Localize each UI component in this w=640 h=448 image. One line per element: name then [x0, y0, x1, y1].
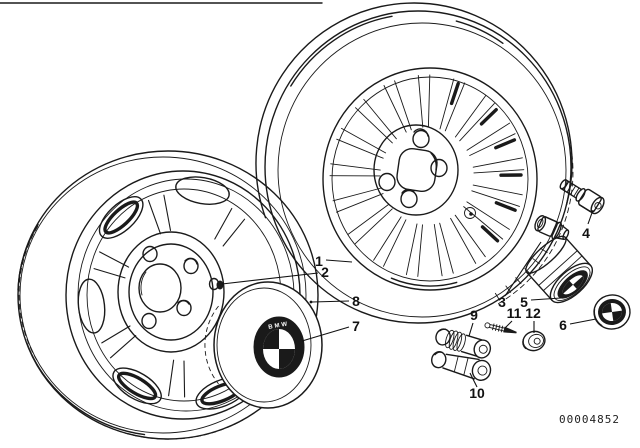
alloy-rim-hatching: [494, 247, 548, 301]
leader-line-8: [311, 300, 350, 303]
callout-12: 12: [525, 305, 541, 321]
callout-11: 11: [507, 305, 522, 321]
callout-9: 9: [470, 307, 478, 323]
steel-wheel-hub: [117, 231, 225, 353]
doc-number: 00004852: [559, 413, 620, 426]
callout-5: 5: [520, 294, 528, 310]
bmw-emblem-6: [593, 294, 631, 330]
leader-lines: [221, 209, 597, 388]
hub-cap: BMW: [204, 281, 323, 409]
leader-line-11: [504, 320, 513, 329]
leader-line-5: [530, 297, 562, 301]
callout-numbers: 1 2 3 4 5 6 7 8 9 10 11 12: [315, 225, 590, 401]
callout-7: 7: [352, 318, 360, 334]
leader-line-7: [301, 326, 350, 342]
leader-line-4: [587, 209, 594, 225]
leader-line-2: [221, 272, 319, 285]
leader-line-3: [504, 241, 542, 297]
callout-4: 4: [582, 225, 590, 241]
valve-core-11: [484, 322, 517, 334]
bmw-lettering: BMW: [268, 321, 290, 331]
alloy-valve-hole: [464, 207, 476, 219]
alloy-wheel-spokes: [329, 74, 525, 277]
leader-line-6: [569, 318, 597, 325]
center-cap-5: [525, 235, 593, 304]
valve-cap-12: [522, 330, 546, 352]
callout-2: 2: [321, 264, 329, 280]
valve-10: [431, 351, 492, 381]
alloy-wheel: [255, 2, 574, 324]
leader-line-10: [469, 372, 478, 388]
bmw-roundel-hubcap: BMW: [253, 316, 305, 378]
callout-3: 3: [498, 294, 506, 310]
leader-line-9: [468, 322, 474, 337]
valve-9: [435, 328, 492, 359]
callout-8: 8: [352, 293, 360, 309]
alloy-wheel-hub: [373, 124, 459, 216]
lug-bolt-3: [534, 215, 570, 241]
callout-6: 6: [559, 317, 567, 333]
callout-10: 10: [469, 385, 485, 401]
hub-wheel-bolt: [208, 277, 224, 291]
callout-1: 1: [315, 253, 323, 269]
leader-line-1: [325, 259, 353, 263]
leader-dot-8: [309, 300, 313, 304]
